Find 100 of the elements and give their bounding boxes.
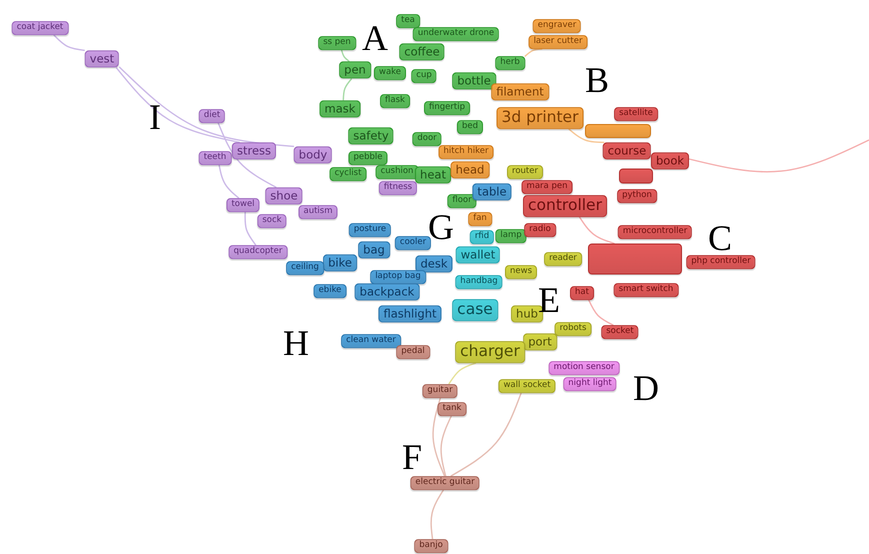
keyword-tag: tea (396, 14, 420, 28)
link-line (218, 164, 240, 199)
keyword-tag: php controller (686, 255, 756, 269)
keyword-tag: ceiling (286, 261, 324, 275)
keyword-tag: door (412, 132, 442, 146)
keyword-tag: bike (323, 254, 357, 272)
keyword-tag: clean water (341, 334, 401, 348)
cluster-letter: I (149, 99, 161, 135)
link-line (440, 416, 452, 476)
keyword-tag (619, 168, 653, 184)
keyword-tag: pebble (348, 151, 388, 165)
link-line (524, 48, 542, 58)
keyword-tag: fingertip (424, 101, 470, 115)
keyword-tag: shoe (265, 187, 303, 205)
keyword-tag: rfid (470, 230, 494, 244)
keyword-tag: underwater drone (412, 27, 500, 41)
keyword-tag: mara pen (522, 180, 572, 194)
keyword-tag: vest (84, 50, 120, 68)
keyword-tag: pedal (396, 345, 430, 359)
link-line (118, 66, 294, 148)
keyword-tag: controller (523, 195, 607, 217)
keyword-tag: satellite (614, 107, 658, 121)
keyword-tag: 3d printer (496, 107, 584, 129)
keyword-tag: radio (524, 223, 556, 237)
keyword-tag: towel (226, 198, 260, 212)
keyword-tag: wallet (456, 246, 500, 264)
keyword-tag: mask (320, 100, 360, 118)
keyword-tag: hat (570, 286, 594, 300)
keyword-tag: electric guitar (410, 476, 480, 490)
link-line (53, 34, 85, 52)
keyword-tag: quadcopter (228, 245, 288, 259)
keyword-tag: laser cutter (528, 35, 588, 49)
link-line (116, 67, 240, 144)
keyword-tag: news (505, 265, 537, 279)
keyword-tag: course (602, 142, 652, 160)
keyword-tag: bottle (452, 72, 496, 90)
keyword-tag: python (617, 189, 657, 203)
keyword-tag: laptop bag (370, 270, 426, 284)
keyword-tag: stress (232, 142, 276, 160)
keyword-tag: bed (456, 120, 484, 134)
keyword-tag: fitness (378, 181, 418, 195)
keyword-tag: smart switch (614, 283, 678, 297)
keyword-tag: pen (339, 61, 371, 79)
keyword-tag: charger (455, 341, 525, 363)
keyword-tag: ss pen (318, 36, 356, 50)
keyword-tag: herb (495, 56, 525, 70)
keyword-tag: engraver (532, 19, 582, 33)
keyword-tag: handbag (455, 275, 503, 289)
keyword-tag: head (450, 161, 490, 179)
keyword-tag: table (472, 183, 512, 201)
link-line (430, 490, 444, 540)
keyword-tag: flask (380, 94, 410, 108)
keyword-tag: microcontroller (618, 225, 692, 239)
link-line (588, 300, 614, 326)
keyword-tag: case (452, 299, 498, 321)
cluster-letter: A (362, 20, 388, 56)
keyword-tag: book (650, 152, 690, 170)
link-line (244, 212, 256, 246)
keyword-tag: cushion (376, 165, 418, 179)
keyword-tag: lamp (495, 229, 527, 243)
keyword-tag: floor (447, 194, 477, 208)
link-line (432, 398, 446, 476)
keyword-tag: socket (601, 325, 639, 339)
keyword-tag: cup (411, 69, 437, 83)
cluster-letter: H (283, 325, 309, 361)
link-line (342, 78, 352, 100)
keyword-tag: port (523, 333, 557, 351)
keyword-tag: flashlight (378, 305, 442, 323)
keyword-tag (585, 124, 651, 138)
keyword-tag: wall socket (498, 379, 556, 393)
keyword-tag: bag (358, 241, 390, 259)
keyword-tag: cyclist (330, 167, 366, 181)
link-line (568, 128, 604, 144)
keyword-tag: motion sensor (548, 361, 620, 375)
keyword-tag: diet (198, 109, 226, 123)
link-line (688, 139, 869, 173)
link-line (340, 50, 350, 62)
keyword-tag: fan (468, 212, 492, 226)
keyword-tag: heat (415, 166, 451, 184)
keyword-tag: router (507, 165, 543, 179)
keyword-tag: banjo (414, 539, 448, 553)
link-line (448, 362, 476, 384)
keyword-tag (588, 244, 682, 274)
keyword-tag: hitch hiker (438, 145, 494, 159)
keyword-tag: filament (491, 83, 549, 101)
keyword-tag: sock (257, 214, 287, 228)
keyword-tag: body (294, 146, 332, 164)
cluster-letter: D (633, 370, 659, 406)
keyword-tag: posture (348, 223, 392, 237)
keyword-tag: night light (563, 377, 617, 391)
keyword-tag: autism (298, 205, 338, 219)
keyword-tag: safety (348, 127, 394, 145)
link-line (218, 122, 277, 188)
keyword-tag: desk (415, 255, 453, 273)
cluster-letter: C (708, 220, 732, 256)
link-line (450, 392, 522, 477)
cluster-letter: B (585, 62, 609, 98)
keyword-tag: wake (374, 66, 406, 80)
keyword-tag: guitar (422, 384, 458, 398)
keyword-tag: cooler (394, 236, 432, 250)
